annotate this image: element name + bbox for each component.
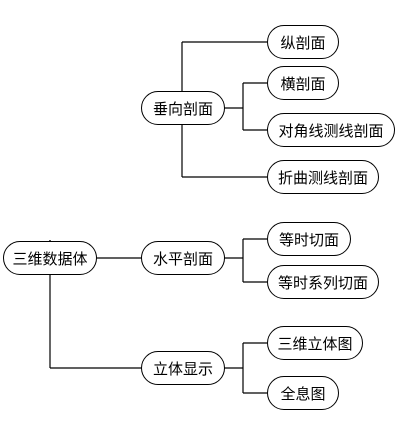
leaf-node-hologram: 全息图 (267, 376, 339, 410)
leaf-node-longitudinal-section: 纵剖面 (267, 25, 339, 59)
leaf-node-diagonal-line-section: 对角线测线剖面 (267, 113, 395, 147)
leaf-node-3d-stereo-view: 三维立体图 (267, 326, 363, 360)
leaf-node-time-slice: 等时切面 (267, 222, 351, 256)
leaf-node-time-slice-series: 等时系列切面 (267, 265, 379, 299)
branch-node-horizontal-section: 水平剖面 (141, 241, 225, 275)
branch-node-vertical-section: 垂向剖面 (141, 91, 225, 125)
leaf-node-transverse-section: 横剖面 (267, 66, 339, 100)
branch-node-3d-display: 立体显示 (141, 351, 225, 385)
leaf-node-bent-line-section: 折曲测线剖面 (267, 160, 379, 194)
root-node: 三维数据体 (3, 241, 97, 275)
